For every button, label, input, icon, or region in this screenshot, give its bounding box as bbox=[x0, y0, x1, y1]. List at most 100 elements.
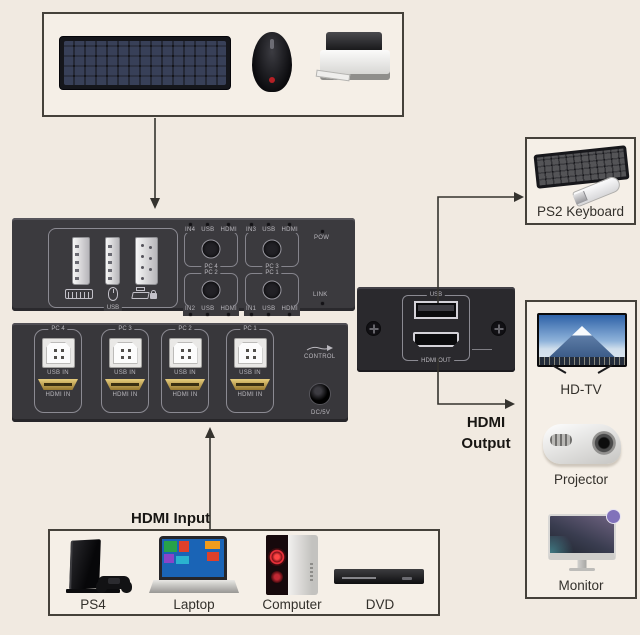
usb-led bbox=[206, 223, 210, 226]
kvm-back-panel: PC 4 USB IN HDMI IN PC 3 USB IN HDMI IN … bbox=[12, 323, 348, 422]
dvd-player-image bbox=[334, 569, 424, 584]
pc3-select-button bbox=[262, 239, 282, 259]
in3-led bbox=[249, 223, 253, 226]
pc1-select-group: PC 1 IN1 USB HDMI bbox=[243, 270, 301, 316]
usb-console-section: USB bbox=[48, 228, 178, 311]
usb-section-label: USB bbox=[103, 305, 123, 311]
hdmi-output-line1: HDMI bbox=[466, 414, 506, 431]
hdmi-out-label: HDMI OUT bbox=[418, 358, 454, 364]
dc-label: DC/5V bbox=[311, 410, 331, 416]
control-label: CONTROL bbox=[304, 354, 336, 360]
in2-led bbox=[188, 313, 192, 316]
pc4-select-group: IN4 USB HDMI PC 4 bbox=[182, 223, 240, 270]
usb-a-out-port bbox=[414, 301, 458, 319]
ps4-controller-image bbox=[96, 576, 132, 593]
mouse-icon bbox=[108, 287, 118, 301]
in2-led-label: IN2 bbox=[184, 306, 196, 312]
usb-plug-mouse bbox=[105, 237, 120, 285]
link-led bbox=[321, 302, 324, 305]
usb-led bbox=[267, 223, 271, 226]
keyboard-keys bbox=[64, 41, 226, 85]
hdtv-image bbox=[537, 313, 627, 367]
projector-label: Projector bbox=[553, 472, 609, 487]
pc2-input-label: PC 2 bbox=[175, 326, 195, 332]
hdmi-output-label: HDMI Output bbox=[452, 412, 520, 454]
keyboard-icon bbox=[65, 289, 93, 299]
pc1-input-group: PC 1 USB IN HDMI IN bbox=[226, 326, 274, 413]
usb-b-port bbox=[168, 338, 202, 368]
usb-led bbox=[267, 313, 271, 316]
pc3-select-group: IN3 USB HDMI PC 3 bbox=[243, 223, 301, 270]
ps2-keyboard-label: PS2 Keyboard bbox=[536, 204, 625, 219]
computer-item: Computer bbox=[250, 531, 334, 614]
displays-box: HD-TV Projector Monitor bbox=[525, 300, 637, 599]
link-led-label: LINK bbox=[313, 292, 328, 298]
printer-image bbox=[315, 32, 394, 90]
ps4-label: PS4 bbox=[80, 597, 106, 612]
pc3-led-row: IN3 USB HDMI bbox=[243, 223, 301, 233]
hdmi-out-port bbox=[413, 332, 459, 347]
pc2-select-group: PC 2 IN2 USB HDMI bbox=[182, 270, 240, 316]
ps4-base bbox=[66, 589, 120, 593]
computer-label: Computer bbox=[262, 597, 322, 612]
usb-led-label: USB bbox=[262, 227, 276, 233]
hdmi-led-label: HDMI bbox=[220, 227, 238, 233]
panel-dash bbox=[472, 349, 492, 350]
ps4-item: PS4 bbox=[54, 531, 132, 614]
usb-led-label: USB bbox=[262, 306, 276, 312]
dvd-label: DVD bbox=[365, 597, 395, 612]
hdmi-led bbox=[288, 313, 292, 316]
power-led-label: POW bbox=[314, 235, 330, 241]
pc2-label: PC 2 bbox=[201, 270, 221, 276]
output-panel: USB HDMI OUT bbox=[357, 287, 515, 372]
arrowhead-up-icon bbox=[205, 427, 215, 438]
pc3-input-group: PC 3 USB IN HDMI IN bbox=[101, 326, 149, 413]
sources-box: PS4 Laptop Computer DVD bbox=[48, 529, 440, 616]
dc-power-jack bbox=[309, 383, 331, 405]
ps2-keyboard-box: PS2 Keyboard bbox=[525, 137, 636, 225]
usb-b-port bbox=[41, 338, 75, 368]
usb-b-port bbox=[108, 338, 142, 368]
arrowhead-right-icon bbox=[505, 399, 515, 409]
hdmi-in-port bbox=[38, 379, 78, 390]
hdmi-in-port bbox=[165, 379, 205, 390]
computer-tower-image bbox=[266, 535, 318, 595]
peripherals-box bbox=[42, 12, 404, 117]
monitor-label: Monitor bbox=[558, 578, 604, 593]
pc2-led-row: IN2 USB HDMI bbox=[182, 306, 240, 316]
usb-plug-keyboard bbox=[72, 237, 90, 285]
usb-in-label: USB IN bbox=[47, 370, 69, 376]
kvm-front-panel: USB IN4 USB HDMI PC 4 IN3 USB HDMI PC bbox=[12, 218, 355, 316]
pc4-input-group: PC 4 USB IN HDMI IN bbox=[34, 326, 82, 413]
power-led bbox=[321, 230, 324, 233]
pc2-input-group: PC 2 USB IN HDMI IN bbox=[161, 326, 209, 413]
pc1-label: PC 1 bbox=[262, 270, 282, 276]
pc4-select-button bbox=[201, 239, 221, 259]
control-arrow-icon bbox=[306, 345, 333, 351]
hdmi-output-line2: Output bbox=[461, 435, 511, 452]
hdtv-label: HD-TV bbox=[560, 382, 602, 397]
usb-led bbox=[206, 313, 210, 316]
laptop-item: Laptop bbox=[142, 531, 246, 614]
pc3-input-label: PC 3 bbox=[115, 326, 135, 332]
hdmi-led bbox=[288, 223, 292, 226]
monitor-image bbox=[548, 509, 621, 574]
usb-led-label: USB bbox=[201, 227, 215, 233]
pc3-label: PC 3 bbox=[262, 264, 282, 270]
usb-in-label: USB IN bbox=[114, 370, 136, 376]
dvd-item: DVD bbox=[322, 531, 438, 614]
usb-plug-hub bbox=[135, 237, 158, 285]
hdmi-led bbox=[227, 223, 231, 226]
in1-led-label: IN1 bbox=[245, 306, 257, 312]
pc2-select-button bbox=[201, 280, 221, 300]
hdmi-in-label: HDMI IN bbox=[172, 392, 198, 398]
usb-out-label: USB bbox=[426, 292, 446, 298]
usb-in-label: USB IN bbox=[174, 370, 196, 376]
arrowhead-right-icon bbox=[514, 192, 524, 202]
pc4-label: PC 4 bbox=[201, 264, 221, 270]
usb-in-label: USB IN bbox=[239, 370, 261, 376]
monitor-badge bbox=[606, 509, 621, 524]
pc1-select-button bbox=[262, 280, 282, 300]
mouse-logo bbox=[269, 77, 275, 83]
